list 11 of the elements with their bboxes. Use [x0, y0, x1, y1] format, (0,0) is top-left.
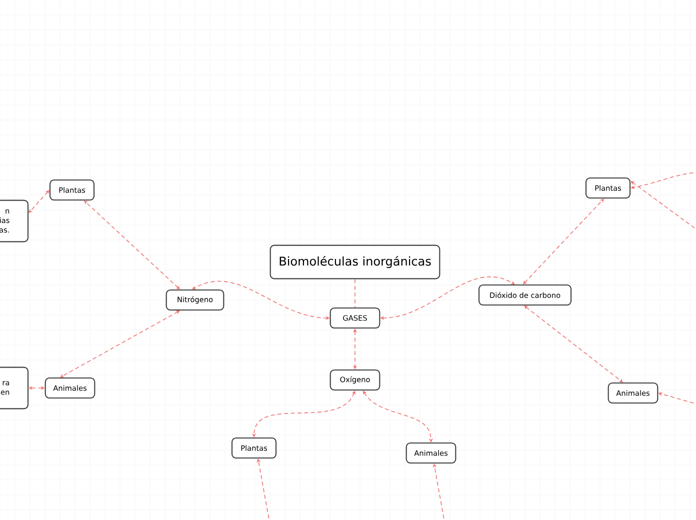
- connector-arrow: [84, 200, 180, 290]
- connector-arrow: [28, 190, 50, 213]
- title-box: Biomoléculas inorgánicas: [270, 244, 440, 280]
- connector-arrow: [60, 310, 180, 378]
- connector-arrow: [523, 198, 604, 284]
- connector-arrow: [630, 172, 696, 190]
- connector-arrow: [256, 458, 270, 520]
- connector-arrow: [524, 306, 623, 382]
- connector-arrow: [352, 328, 358, 370]
- connector-arrow: [363, 390, 434, 442]
- connector-arrow: [432, 464, 446, 520]
